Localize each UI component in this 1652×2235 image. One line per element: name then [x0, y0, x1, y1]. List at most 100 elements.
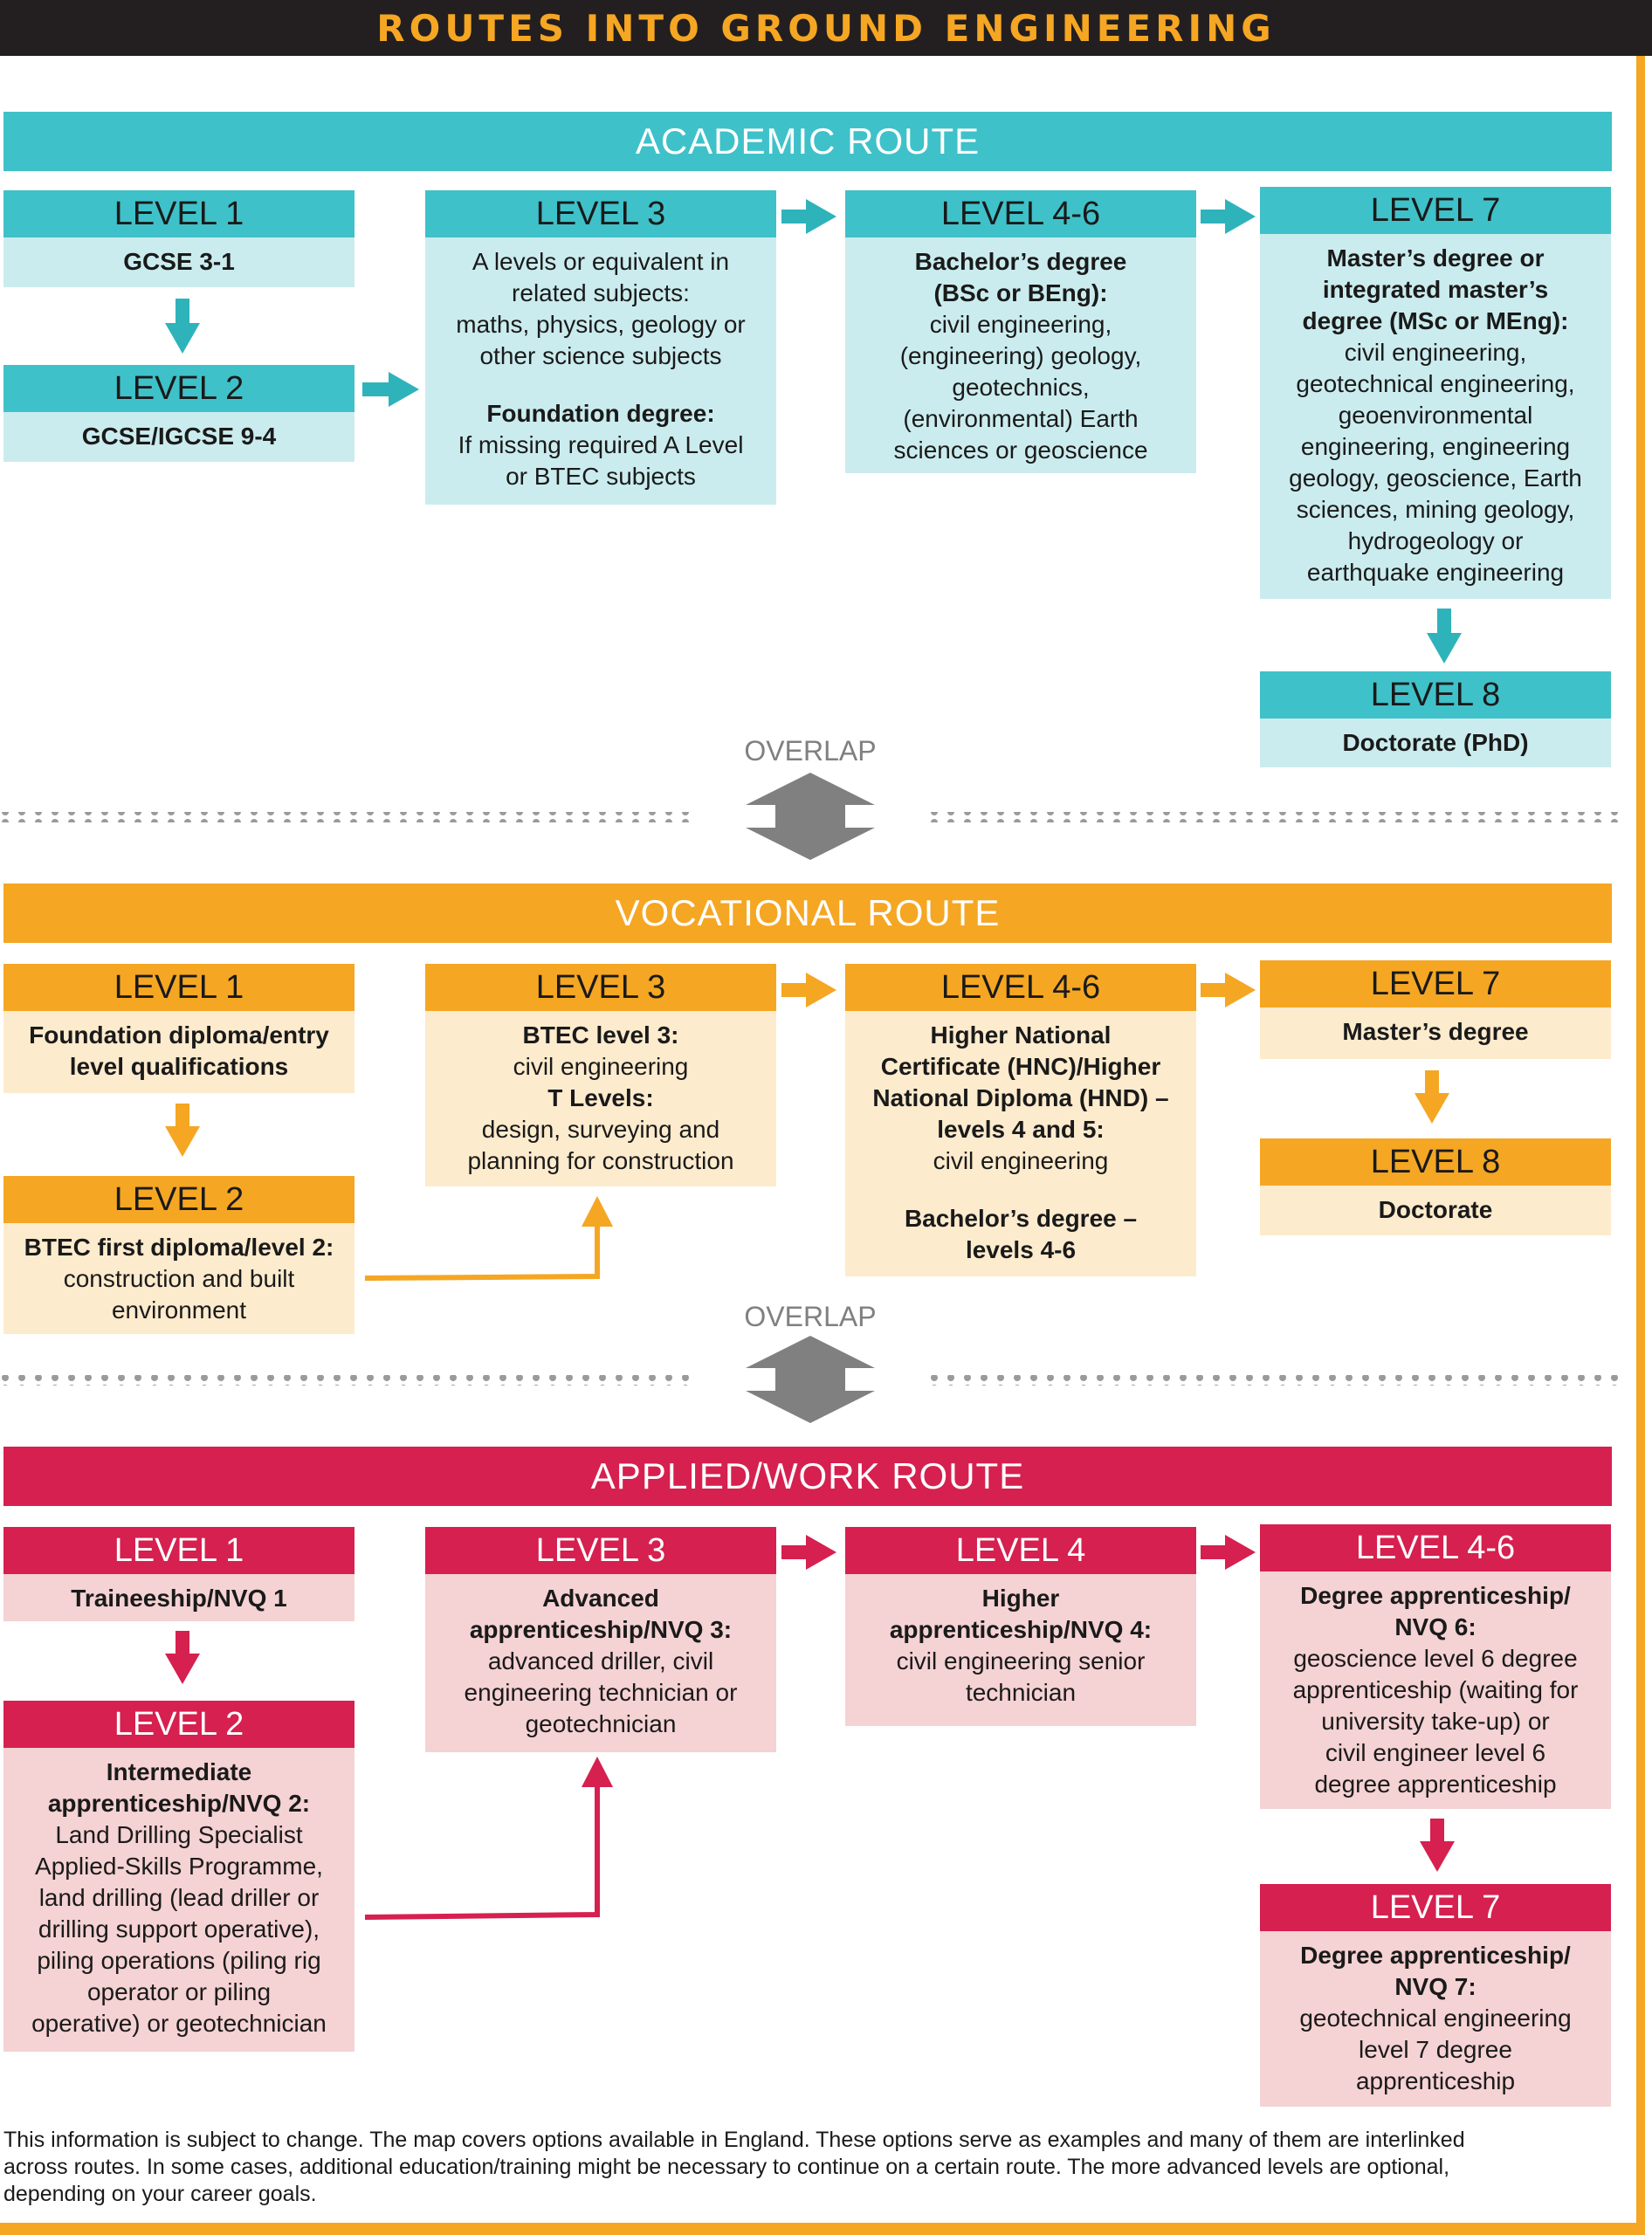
level-header: LEVEL 2 — [3, 365, 354, 412]
academic-arrows — [165, 199, 1462, 664]
description-line: operator or piling — [86, 1978, 272, 2005]
description-line: other science subjects — [479, 342, 722, 369]
level-header: LEVEL 2 — [3, 1701, 354, 1748]
description-line: Master’s degree or — [1326, 244, 1545, 272]
level-header: LEVEL 7 — [1260, 1884, 1611, 1931]
description-line: Applied-Skills Programme, — [35, 1853, 323, 1880]
title-bar — [0, 0, 1652, 56]
description-line: degree apprenticeship — [1314, 1771, 1557, 1798]
description-line: sciences or geoscience — [893, 437, 1148, 464]
level-description: GCSE/IGCSE 9-4 — [3, 412, 354, 462]
academic-route-banner: ACADEMIC ROUTE — [3, 112, 1612, 171]
arrow-down-icon — [1415, 1070, 1449, 1124]
description-line: drilling support operative), — [38, 1915, 320, 1943]
description-line: geotechnical engineering, — [1296, 370, 1575, 397]
description-line: apprenticeship/NVQ 3: — [469, 1616, 733, 1643]
level-header: LEVEL 2 — [3, 1176, 354, 1223]
bottom-border — [0, 2223, 1645, 2235]
description-line: related subjects: — [512, 279, 690, 306]
level-header: LEVEL 1 — [3, 964, 354, 1011]
description-line: civil engineering — [933, 1147, 1109, 1174]
description-line: (environmental) Earth — [903, 405, 1139, 432]
description-line: design, surveying and — [481, 1116, 720, 1143]
arrow-right-icon — [1201, 973, 1256, 1007]
page-title: ROUTES INTO GROUND ENGINEERING — [376, 6, 1276, 50]
description-line: Intermediate — [106, 1758, 252, 1785]
description-line: civil engineering, — [929, 311, 1112, 338]
description-line: geotechnician — [525, 1710, 677, 1737]
description-line: piling operations (piling rig — [37, 1947, 321, 1974]
level-description: BTEC first diploma/level 2:construction … — [3, 1223, 354, 1334]
level-header: LEVEL 4-6 — [845, 964, 1196, 1011]
description-line: Foundation degree: — [486, 400, 715, 427]
description-line: Certificate (HNC)/Higher — [880, 1053, 1161, 1080]
description-line: integrated master’s — [1322, 276, 1549, 303]
overlap-label-2: OVERLAP — [744, 1301, 877, 1332]
level-header: LEVEL 7 — [1260, 960, 1611, 1007]
arrow-down-icon — [1427, 609, 1462, 664]
description-line: apprenticeship/NVQ 4: — [889, 1616, 1153, 1643]
description-line: (engineering) geology, — [899, 342, 1142, 369]
description-line: Advanced — [542, 1585, 659, 1612]
work-route-banner: APPLIED/WORK ROUTE — [3, 1447, 1612, 1506]
description-line: university take-up) or — [1321, 1708, 1550, 1735]
divider-dots-right-2 — [921, 1375, 1620, 1386]
level-header: LEVEL 4-6 — [845, 190, 1196, 237]
description-line: engineering, engineering — [1300, 433, 1571, 460]
level-header: LEVEL 1 — [3, 190, 354, 237]
description-line: planning for construction — [467, 1147, 734, 1174]
description-line: GCSE/IGCSE 9-4 — [81, 423, 277, 450]
description-line: NVQ 6: — [1394, 1613, 1476, 1640]
description-line: BTEC first diploma/level 2: — [24, 1234, 334, 1261]
level-header: LEVEL 8 — [1260, 1138, 1611, 1186]
description-line: geotechnical engineering — [1299, 2005, 1572, 2032]
elbow-arrow-icon — [364, 1196, 613, 1281]
level-description: GCSE 3-1 — [3, 237, 354, 287]
description-line: NVQ 7: — [1394, 1973, 1476, 2000]
arrow-right-icon — [1201, 199, 1256, 234]
description-line: (BSc or BEng): — [933, 279, 1108, 306]
description-line: Doctorate (PhD) — [1342, 729, 1529, 756]
description-line: level 7 degree — [1359, 2036, 1512, 2063]
description-line: GCSE 3-1 — [123, 248, 235, 275]
description-line: apprenticeship — [1355, 2067, 1516, 2094]
description-line: apprenticeship/NVQ 2: — [47, 1790, 311, 1817]
description-line: or BTEC subjects — [506, 463, 696, 490]
overlap-double-arrow-icon-1 — [746, 773, 875, 860]
footer-line-1: This information is subject to change. T… — [3, 2128, 1465, 2152]
level-description: Doctorate — [1260, 1186, 1611, 1235]
description-line: Doctorate — [1378, 1196, 1493, 1223]
description-line: T Levels: — [547, 1084, 654, 1111]
footer-note: This information is subject to change. T… — [3, 2127, 1575, 2208]
description-line: civil engineering senior — [896, 1647, 1146, 1675]
level-header: LEVEL 3 — [425, 190, 776, 237]
description-line: sciences, mining geology, — [1296, 496, 1575, 523]
vocational-arrows — [165, 973, 1449, 1281]
description-line: National Diploma (HND) – — [872, 1084, 1169, 1111]
divider-dots-right-1 — [921, 812, 1620, 822]
description-line: levels 4-6 — [965, 1236, 1077, 1263]
arrow-down-icon — [165, 299, 200, 354]
description-line: earthquake engineering — [1306, 559, 1565, 586]
description-line: levels 4 and 5: — [937, 1116, 1105, 1143]
description-line: geotechnics, — [952, 374, 1090, 401]
description-line: Bachelor’s degree – — [904, 1205, 1138, 1232]
level-header: LEVEL 3 — [425, 964, 776, 1011]
